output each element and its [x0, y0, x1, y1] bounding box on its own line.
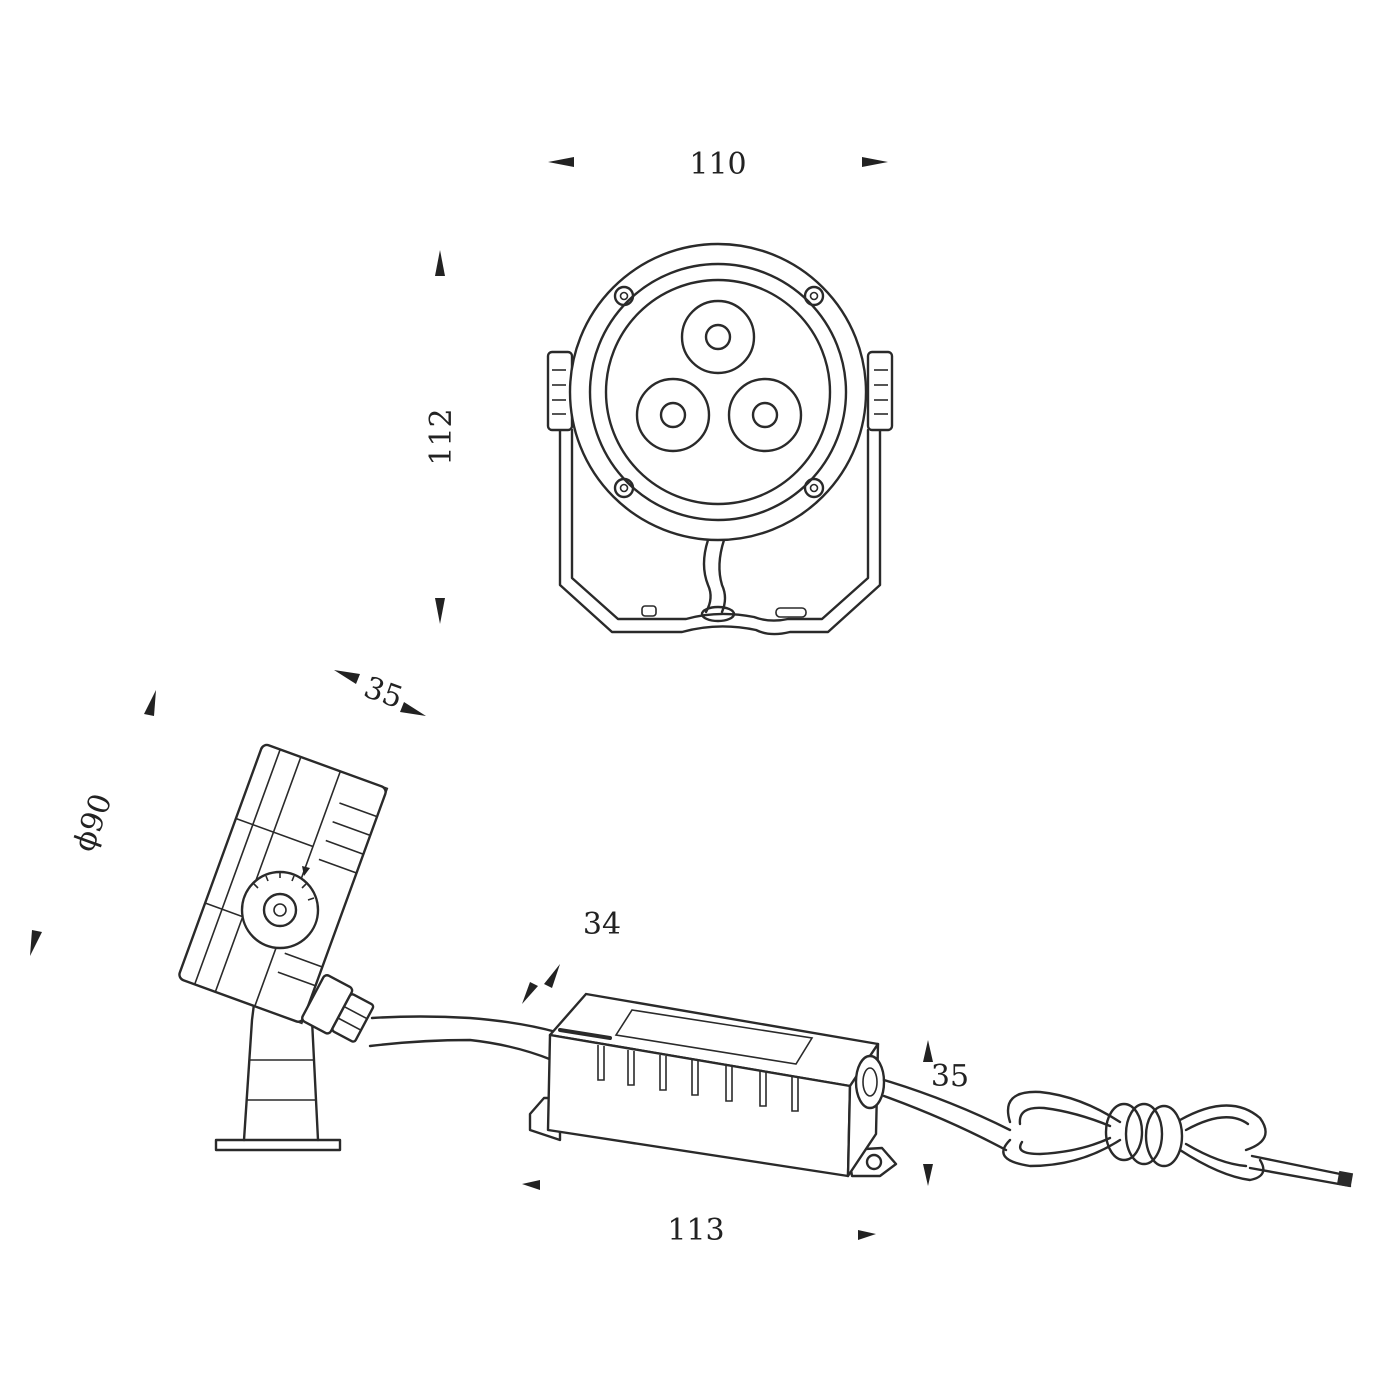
- knob-left: [546, 350, 574, 432]
- dim-arrow-34-b: [522, 982, 538, 1004]
- cable-coil: [1002, 1090, 1267, 1182]
- dim-arrow-dia-b: [30, 930, 42, 956]
- stand-base: [214, 1138, 342, 1152]
- dim-arrow-left: [548, 157, 574, 167]
- driver-label: [614, 1009, 814, 1065]
- dim-top-height: 112: [424, 408, 459, 465]
- dim-driver-width: 35: [931, 1059, 969, 1094]
- dim-side-diameter: ϕ90: [67, 789, 120, 856]
- dim-arrow-down: [435, 598, 445, 624]
- knob-right: [866, 350, 894, 432]
- dim-arrow-113-left: [522, 1180, 540, 1190]
- dim-arrow-34-a: [544, 964, 560, 988]
- driver-view: 34 35 113: [522, 907, 1354, 1248]
- dial-pointer: [302, 866, 310, 876]
- cable-end: [1250, 1154, 1352, 1178]
- dim-arrow-113-right: [858, 1230, 876, 1240]
- cable-to-driver: [370, 1015, 558, 1034]
- bracket-slot-left: [641, 605, 657, 617]
- dim-arrow-35-down: [923, 1164, 933, 1186]
- driver-gland: [854, 1054, 886, 1110]
- lens-plate: [604, 278, 832, 506]
- dial-ticks: [253, 872, 315, 901]
- bracket: [558, 423, 882, 636]
- cable-output: [882, 1078, 1012, 1132]
- bracket-hole-center: [700, 605, 736, 623]
- side-view: 35 ϕ90: [30, 670, 558, 1152]
- dim-arrow-dia-a: [144, 690, 156, 716]
- dim-arrow-35-up: [923, 1040, 933, 1062]
- cable-tip: [1336, 1170, 1354, 1188]
- bracket-inner: [570, 428, 870, 622]
- led-icon: [635, 299, 803, 453]
- dim-driver-length: 113: [667, 1213, 724, 1248]
- cable-front: [702, 538, 712, 614]
- driver-ribs: [597, 1045, 799, 1112]
- angle-dial: [240, 870, 320, 950]
- dim-top-width: 110: [689, 147, 746, 182]
- front-view: 110 112: [424, 147, 894, 636]
- dim-arrow-up: [435, 250, 445, 276]
- screw-icon: [613, 285, 825, 499]
- housing-outer: [568, 242, 868, 542]
- dim-arrow-right: [862, 157, 888, 167]
- dim-driver-height: 34: [583, 907, 621, 942]
- dim-arrow-depth-b: [400, 702, 426, 716]
- housing-ring: [588, 262, 848, 522]
- dim-arrow-depth-a: [334, 670, 360, 684]
- dim-side-depth: 35: [359, 670, 407, 716]
- bracket-slot-right: [775, 607, 807, 618]
